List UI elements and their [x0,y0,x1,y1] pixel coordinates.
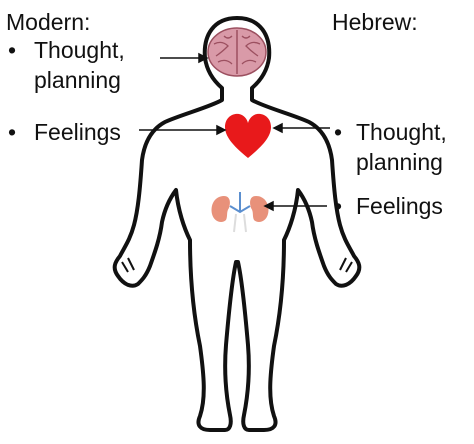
modern-feelings-label: Feelings [34,118,121,146]
modern-heading: Modern: [6,8,90,36]
hebrew-feelings-label: Feelings [356,192,443,220]
hebrew-heading: Hebrew: [332,8,418,36]
modern-feelings-bullet: • [8,118,16,146]
hebrew-thought-line2: planning [356,148,443,176]
modern-thought-line1: Thought, [34,36,125,64]
hebrew-thought-line1: Thought, [356,118,447,146]
hebrew-feelings-bullet: • [334,192,342,220]
hebrew-thought-bullet: • [334,118,342,146]
body-outline [115,18,360,430]
brain-icon [208,28,266,76]
modern-thought-bullet: • [8,36,16,64]
modern-thought-line2: planning [34,66,121,94]
